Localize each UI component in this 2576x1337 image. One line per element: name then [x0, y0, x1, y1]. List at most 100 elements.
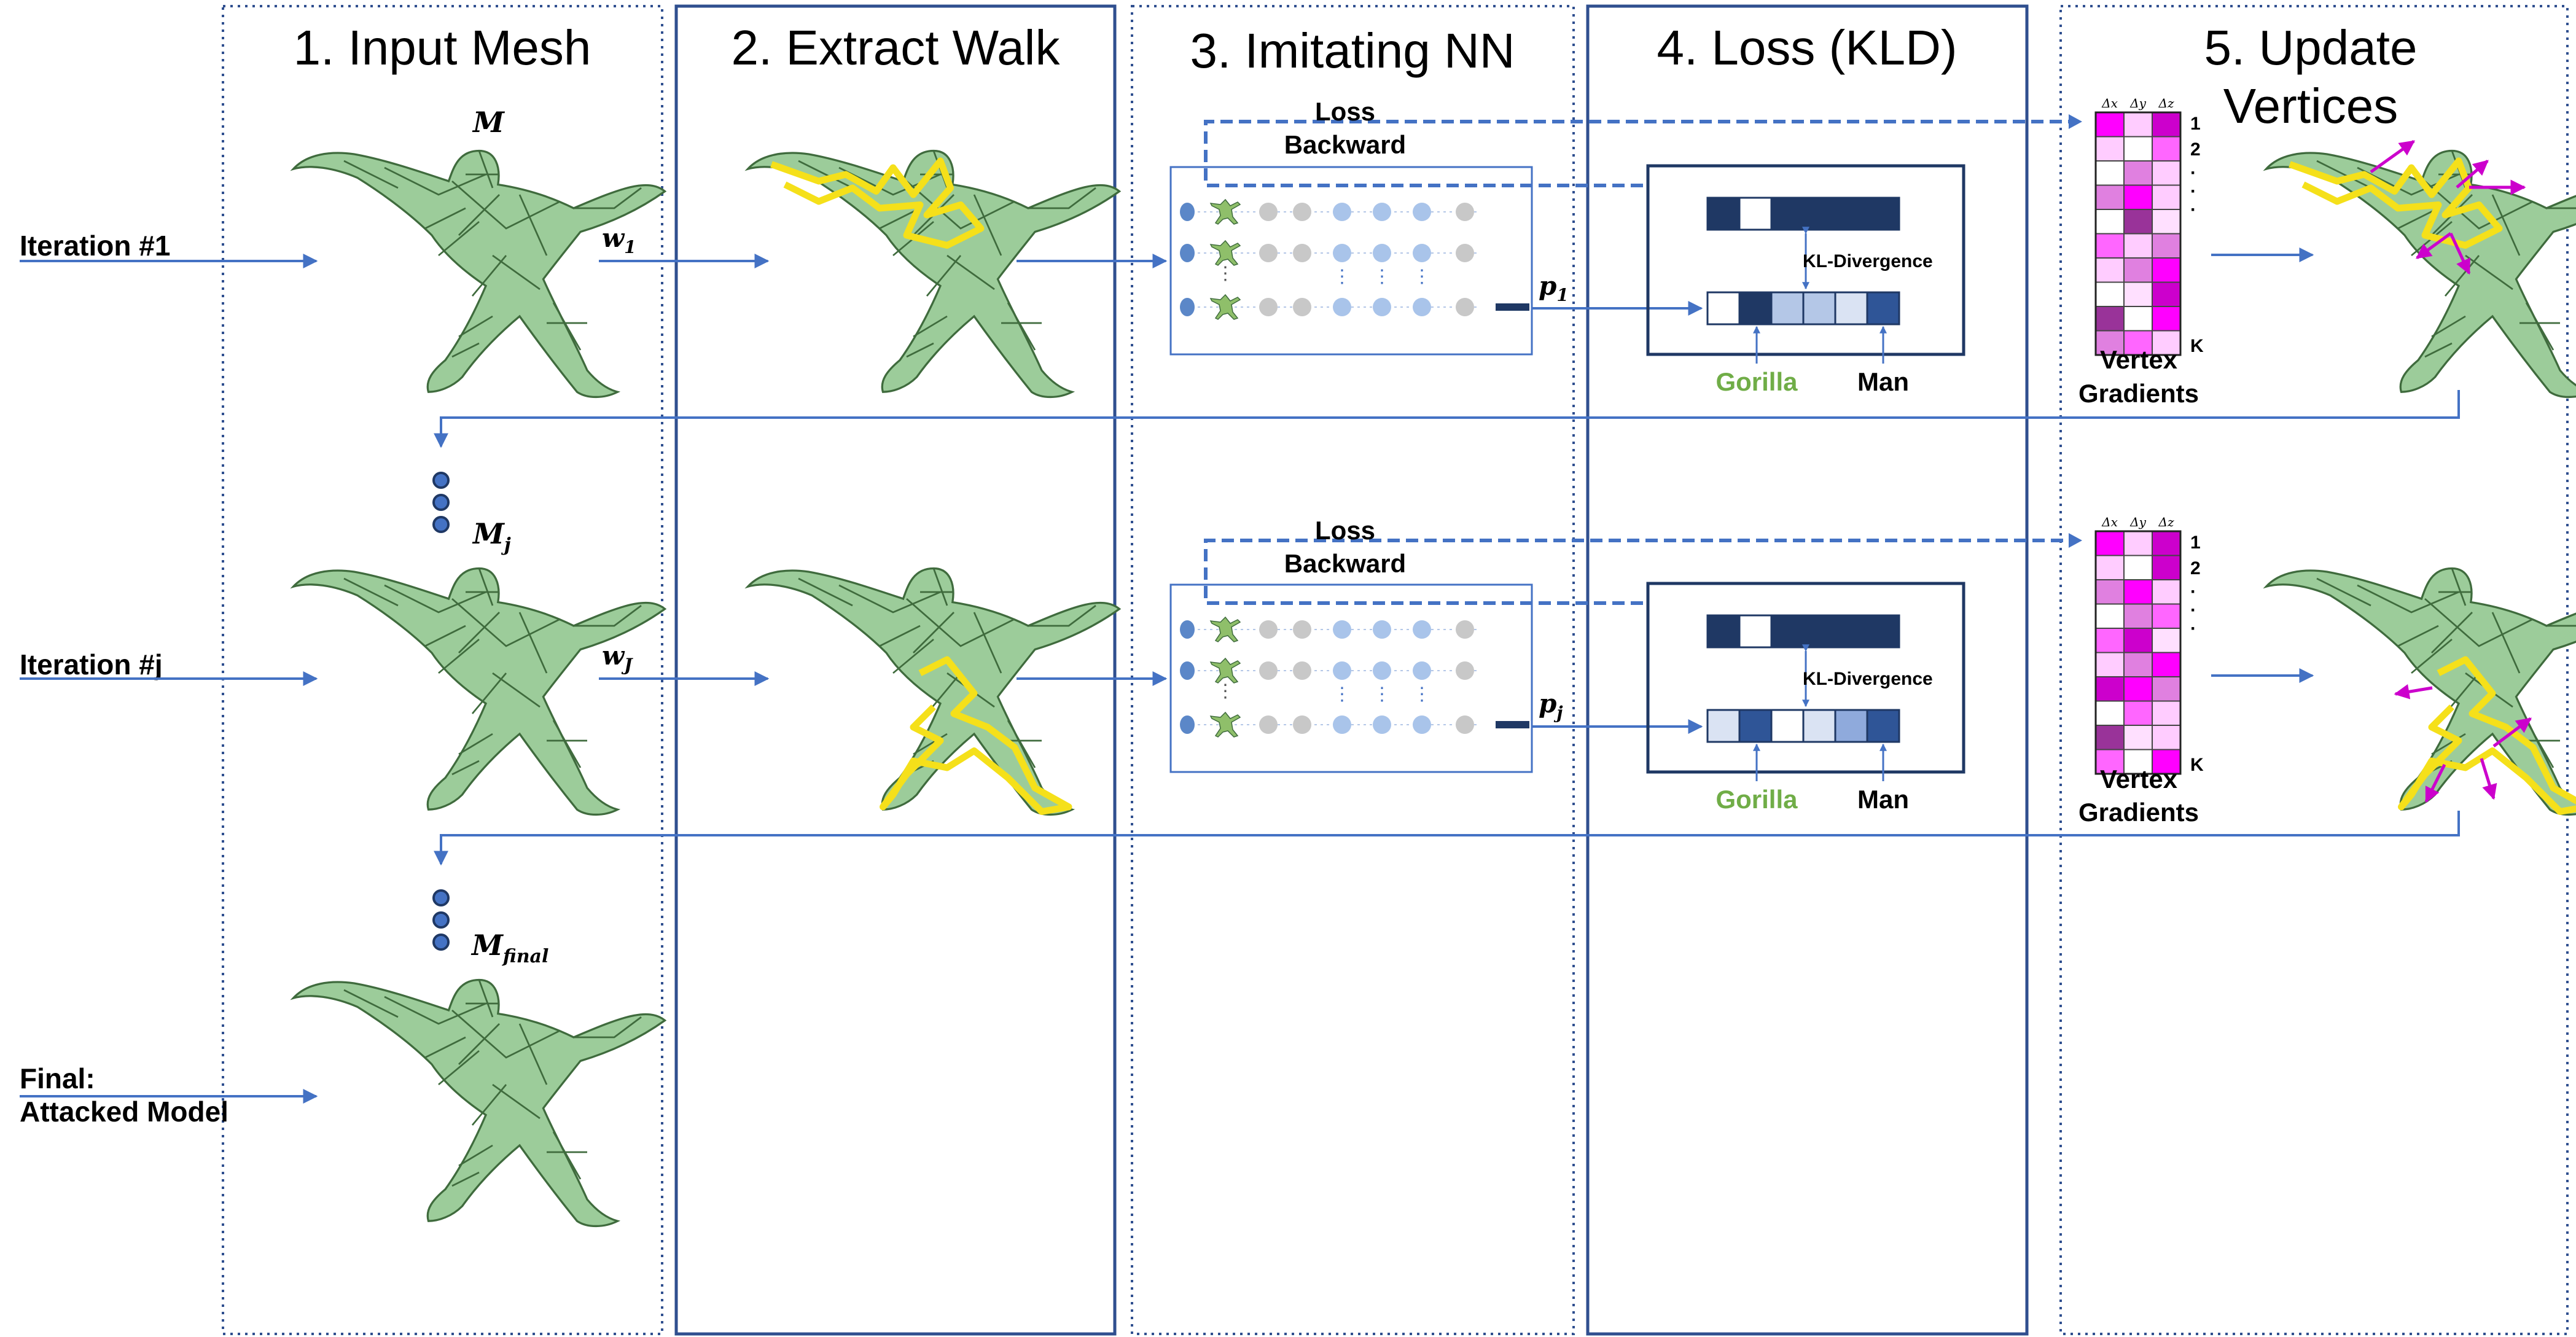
svg-text:⋮: ⋮ [1333, 267, 1351, 287]
column-title-loss: 4. Loss (KLD) [1657, 20, 1957, 75]
pred-prob-cell [1706, 291, 1741, 325]
gradient-cell [2152, 531, 2181, 556]
nn-node [1413, 244, 1431, 262]
vertex-label-2: Vertex [2100, 765, 2178, 793]
nn-input-node [1180, 298, 1195, 316]
nn-node [1333, 298, 1351, 316]
backward-label-1: Backward [1284, 130, 1406, 159]
nn-node [1373, 620, 1391, 639]
target-prob-cell [1706, 197, 1741, 231]
pred-label-pj: pj [1539, 688, 1563, 723]
gradient-cell [2152, 233, 2181, 259]
gradient-cell [2152, 725, 2181, 750]
nn-node [1413, 715, 1431, 734]
nn-node [1456, 715, 1474, 734]
gradient-vectors [2370, 139, 2532, 803]
gradient-cell [2152, 184, 2181, 210]
nn-node [1456, 203, 1474, 221]
target-prob-cell [1834, 197, 1868, 231]
input-meshes [292, 149, 666, 1228]
class-man-1: Man [1857, 367, 1909, 396]
gradient-row-label: K [2190, 336, 2204, 356]
nn-node [1259, 661, 1278, 680]
nn-node [1333, 661, 1351, 680]
gradient-header: Δz [2158, 515, 2174, 529]
nn-node [1293, 203, 1311, 221]
nn-box-iteration-j [1169, 583, 1533, 773]
gradient-cell [2123, 281, 2153, 307]
kld-box-iteration-1 [1646, 164, 1965, 356]
pred-prob-cell [1738, 291, 1773, 325]
gradient-cell [2152, 579, 2181, 605]
loss-backward-paths [1204, 120, 2073, 605]
gradient-cell [2123, 749, 2153, 774]
gradient-cell [2095, 281, 2125, 307]
gradient-header: Δz [2158, 96, 2174, 111]
row-label-iteration-1: Iteration #1 [20, 230, 170, 262]
nn-node [1259, 620, 1278, 639]
kl-divergence-label-2: KL-Divergence [1803, 669, 1933, 689]
nn-node [1293, 620, 1311, 639]
svg-text:⋮: ⋮ [1373, 267, 1391, 287]
gradient-cell [2123, 725, 2153, 750]
gradient-cell [2123, 257, 2153, 283]
walk-label-w1: w1 [602, 223, 636, 257]
nn-node [1293, 244, 1311, 262]
gradient-cell [2095, 209, 2125, 235]
nn-output-vector [1496, 721, 1529, 728]
gradient-cell [2095, 725, 2125, 750]
svg-text:⋮: ⋮ [1216, 681, 1235, 701]
walk-label-wj: wJ [602, 641, 633, 675]
nn-input-node [1180, 661, 1195, 680]
gradient-row-label: · [2190, 200, 2196, 220]
nn-node [1259, 203, 1278, 221]
nn-node [1413, 620, 1431, 639]
gradient-cell [2095, 700, 2125, 726]
gradient-cell [2095, 136, 2125, 162]
gradient-cell [2095, 160, 2125, 186]
nn-node [1293, 715, 1311, 734]
gradient-cell [2152, 257, 2181, 283]
class-pointer-arrows [1753, 325, 1887, 781]
nn-output-vector [1496, 303, 1529, 311]
nn-input-node [1180, 715, 1195, 734]
svg-text:⋮: ⋮ [1413, 684, 1431, 704]
gradient-labels: Vertex Gradients Vertex Gradients [2078, 345, 2199, 827]
gradient-cell [2095, 257, 2125, 283]
walk-meshes [746, 149, 1121, 816]
gradient-cell [2152, 306, 2181, 332]
pred-prob-cell [1802, 709, 1836, 743]
nn-node [1413, 203, 1431, 221]
gradient-cell [2095, 306, 2125, 332]
target-prob-cell [1834, 614, 1868, 649]
gradient-cell [2123, 628, 2153, 653]
gradients-label-2: Gradients [2078, 798, 2199, 827]
gradient-cell [2123, 603, 2153, 629]
column-title-input-mesh: 1. Input Mesh [294, 20, 591, 75]
row-label-attacked-model: Attacked Model [20, 1096, 228, 1128]
gradient-cell [2152, 652, 2181, 677]
target-prob-cell [1738, 614, 1773, 649]
gradient-cell [2123, 531, 2153, 556]
gradient-row-label: · [2190, 582, 2196, 602]
nn-nodes: ⋮⋮⋮⋮⋮⋮⋮⋮ [1180, 199, 1529, 738]
gradient-cell [2152, 112, 2181, 138]
svg-text:⋮: ⋮ [1413, 267, 1431, 287]
nn-node [1333, 715, 1351, 734]
gradient-row-label: · [2190, 618, 2196, 639]
loss-backward-labels: Loss Backward Loss Backward [1284, 97, 1406, 578]
column-title-imitating-nn: 3. Imitating NN [1190, 23, 1515, 78]
nn-box-iteration-1 [1169, 166, 1533, 356]
prediction-labels: p1 pj [1539, 271, 1569, 723]
gradient-cell [2123, 676, 2153, 702]
gradient-cell [2152, 628, 2181, 653]
nn-node [1293, 661, 1311, 680]
loss-label-1: Loss [1315, 97, 1375, 126]
pred-prob-cell [1866, 291, 1900, 325]
nn-node [1456, 298, 1474, 316]
nn-node [1456, 661, 1474, 680]
nn-node [1259, 298, 1278, 316]
